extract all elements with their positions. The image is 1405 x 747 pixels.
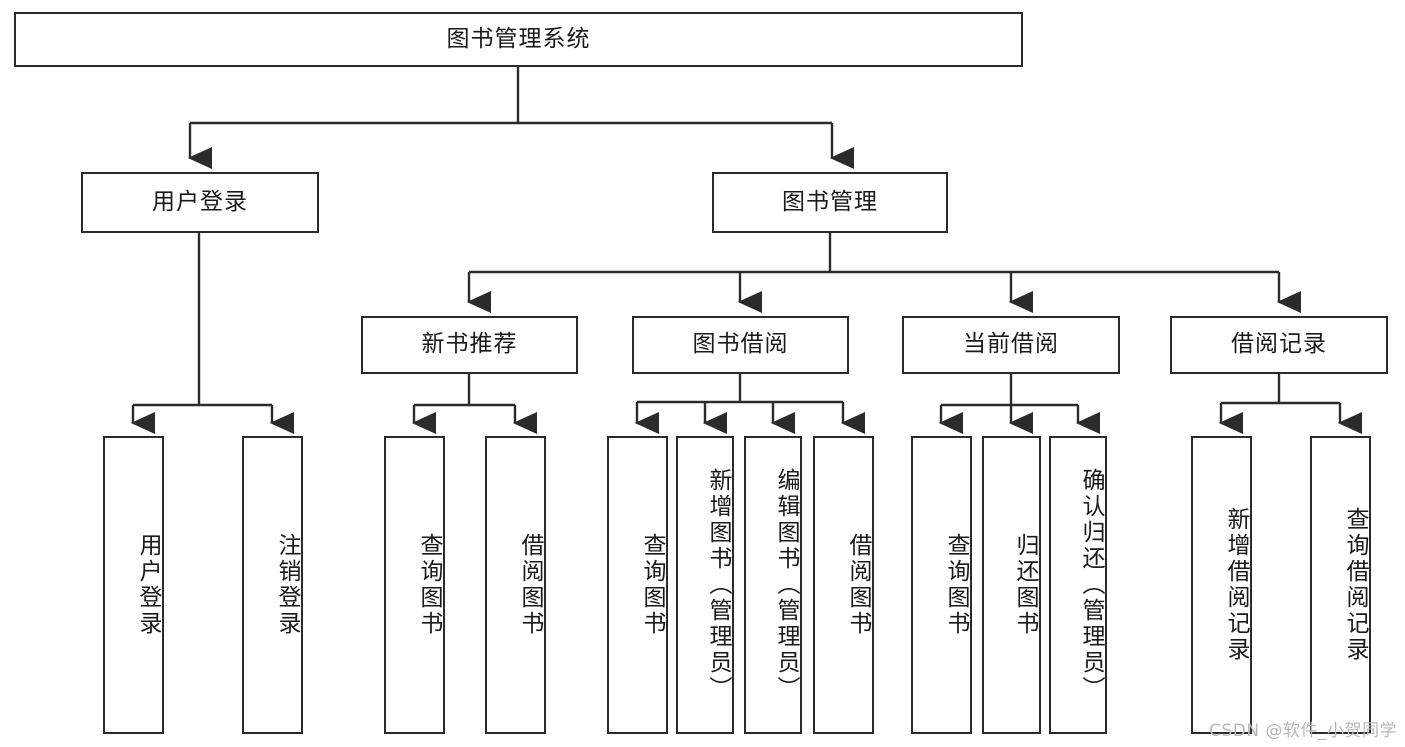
- node-label: 借阅记录: [1231, 331, 1327, 358]
- node-label: 图书管理: [782, 188, 878, 215]
- node-label: 用户登录: [135, 533, 161, 637]
- node-label: 查询图书: [943, 533, 969, 637]
- node-leaf-borrow-book-recommend[interactable]: 借阅图书: [485, 436, 546, 734]
- node-label: 用户登录: [152, 188, 248, 215]
- node-leaf-confirm-return-admin[interactable]: 确认归还（管理员）: [1049, 436, 1107, 734]
- node-leaf-user-login[interactable]: 用户登录: [103, 436, 164, 734]
- node-label: 确认归还（管理员）: [1078, 468, 1104, 702]
- node-label: 借阅图书: [845, 533, 871, 637]
- node-leaf-edit-book-admin[interactable]: 编辑图书（管理员）: [744, 436, 802, 734]
- node-label: 归还图书: [1012, 533, 1038, 637]
- node-user-login[interactable]: 用户登录: [81, 172, 319, 233]
- node-label: 新增借阅记录: [1223, 507, 1249, 663]
- node-label: 注销登录: [274, 533, 300, 637]
- node-label: 查询图书: [416, 533, 442, 637]
- node-label: 新书推荐: [421, 331, 518, 358]
- node-leaf-add-borrow-record[interactable]: 新增借阅记录: [1191, 436, 1252, 734]
- node-leaf-query-book-current[interactable]: 查询图书: [911, 436, 972, 734]
- node-label: 编辑图书（管理员）: [773, 468, 799, 702]
- node-label: 查询图书: [639, 533, 665, 637]
- node-borrow-record[interactable]: 借阅记录: [1170, 316, 1388, 374]
- node-leaf-borrow-book[interactable]: 借阅图书: [813, 436, 874, 734]
- node-label: 图书管理系统: [446, 25, 591, 52]
- node-leaf-query-book-recommend[interactable]: 查询图书: [384, 436, 445, 734]
- watermark-csdn: CSDN @软件_小贺同学: [1209, 721, 1397, 741]
- node-label: 图书借阅: [692, 331, 789, 358]
- node-leaf-query-book-borrow[interactable]: 查询图书: [607, 436, 668, 734]
- node-leaf-return-book[interactable]: 归还图书: [982, 436, 1041, 734]
- node-label: 查询借阅记录: [1342, 507, 1368, 663]
- node-root-system[interactable]: 图书管理系统: [14, 12, 1023, 67]
- node-leaf-add-book-admin[interactable]: 新增图书（管理员）: [676, 436, 734, 734]
- node-label: 新增图书（管理员）: [705, 468, 731, 702]
- node-leaf-logout[interactable]: 注销登录: [242, 436, 303, 734]
- node-label: 当前借阅: [963, 331, 1059, 358]
- node-leaf-query-borrow-record[interactable]: 查询借阅记录: [1310, 436, 1371, 734]
- node-label: 借阅图书: [517, 533, 543, 637]
- node-new-book-recommend[interactable]: 新书推荐: [361, 316, 578, 374]
- node-book-management[interactable]: 图书管理: [712, 172, 948, 233]
- node-book-borrow[interactable]: 图书借阅: [632, 316, 849, 374]
- node-current-borrow[interactable]: 当前借阅: [902, 316, 1120, 374]
